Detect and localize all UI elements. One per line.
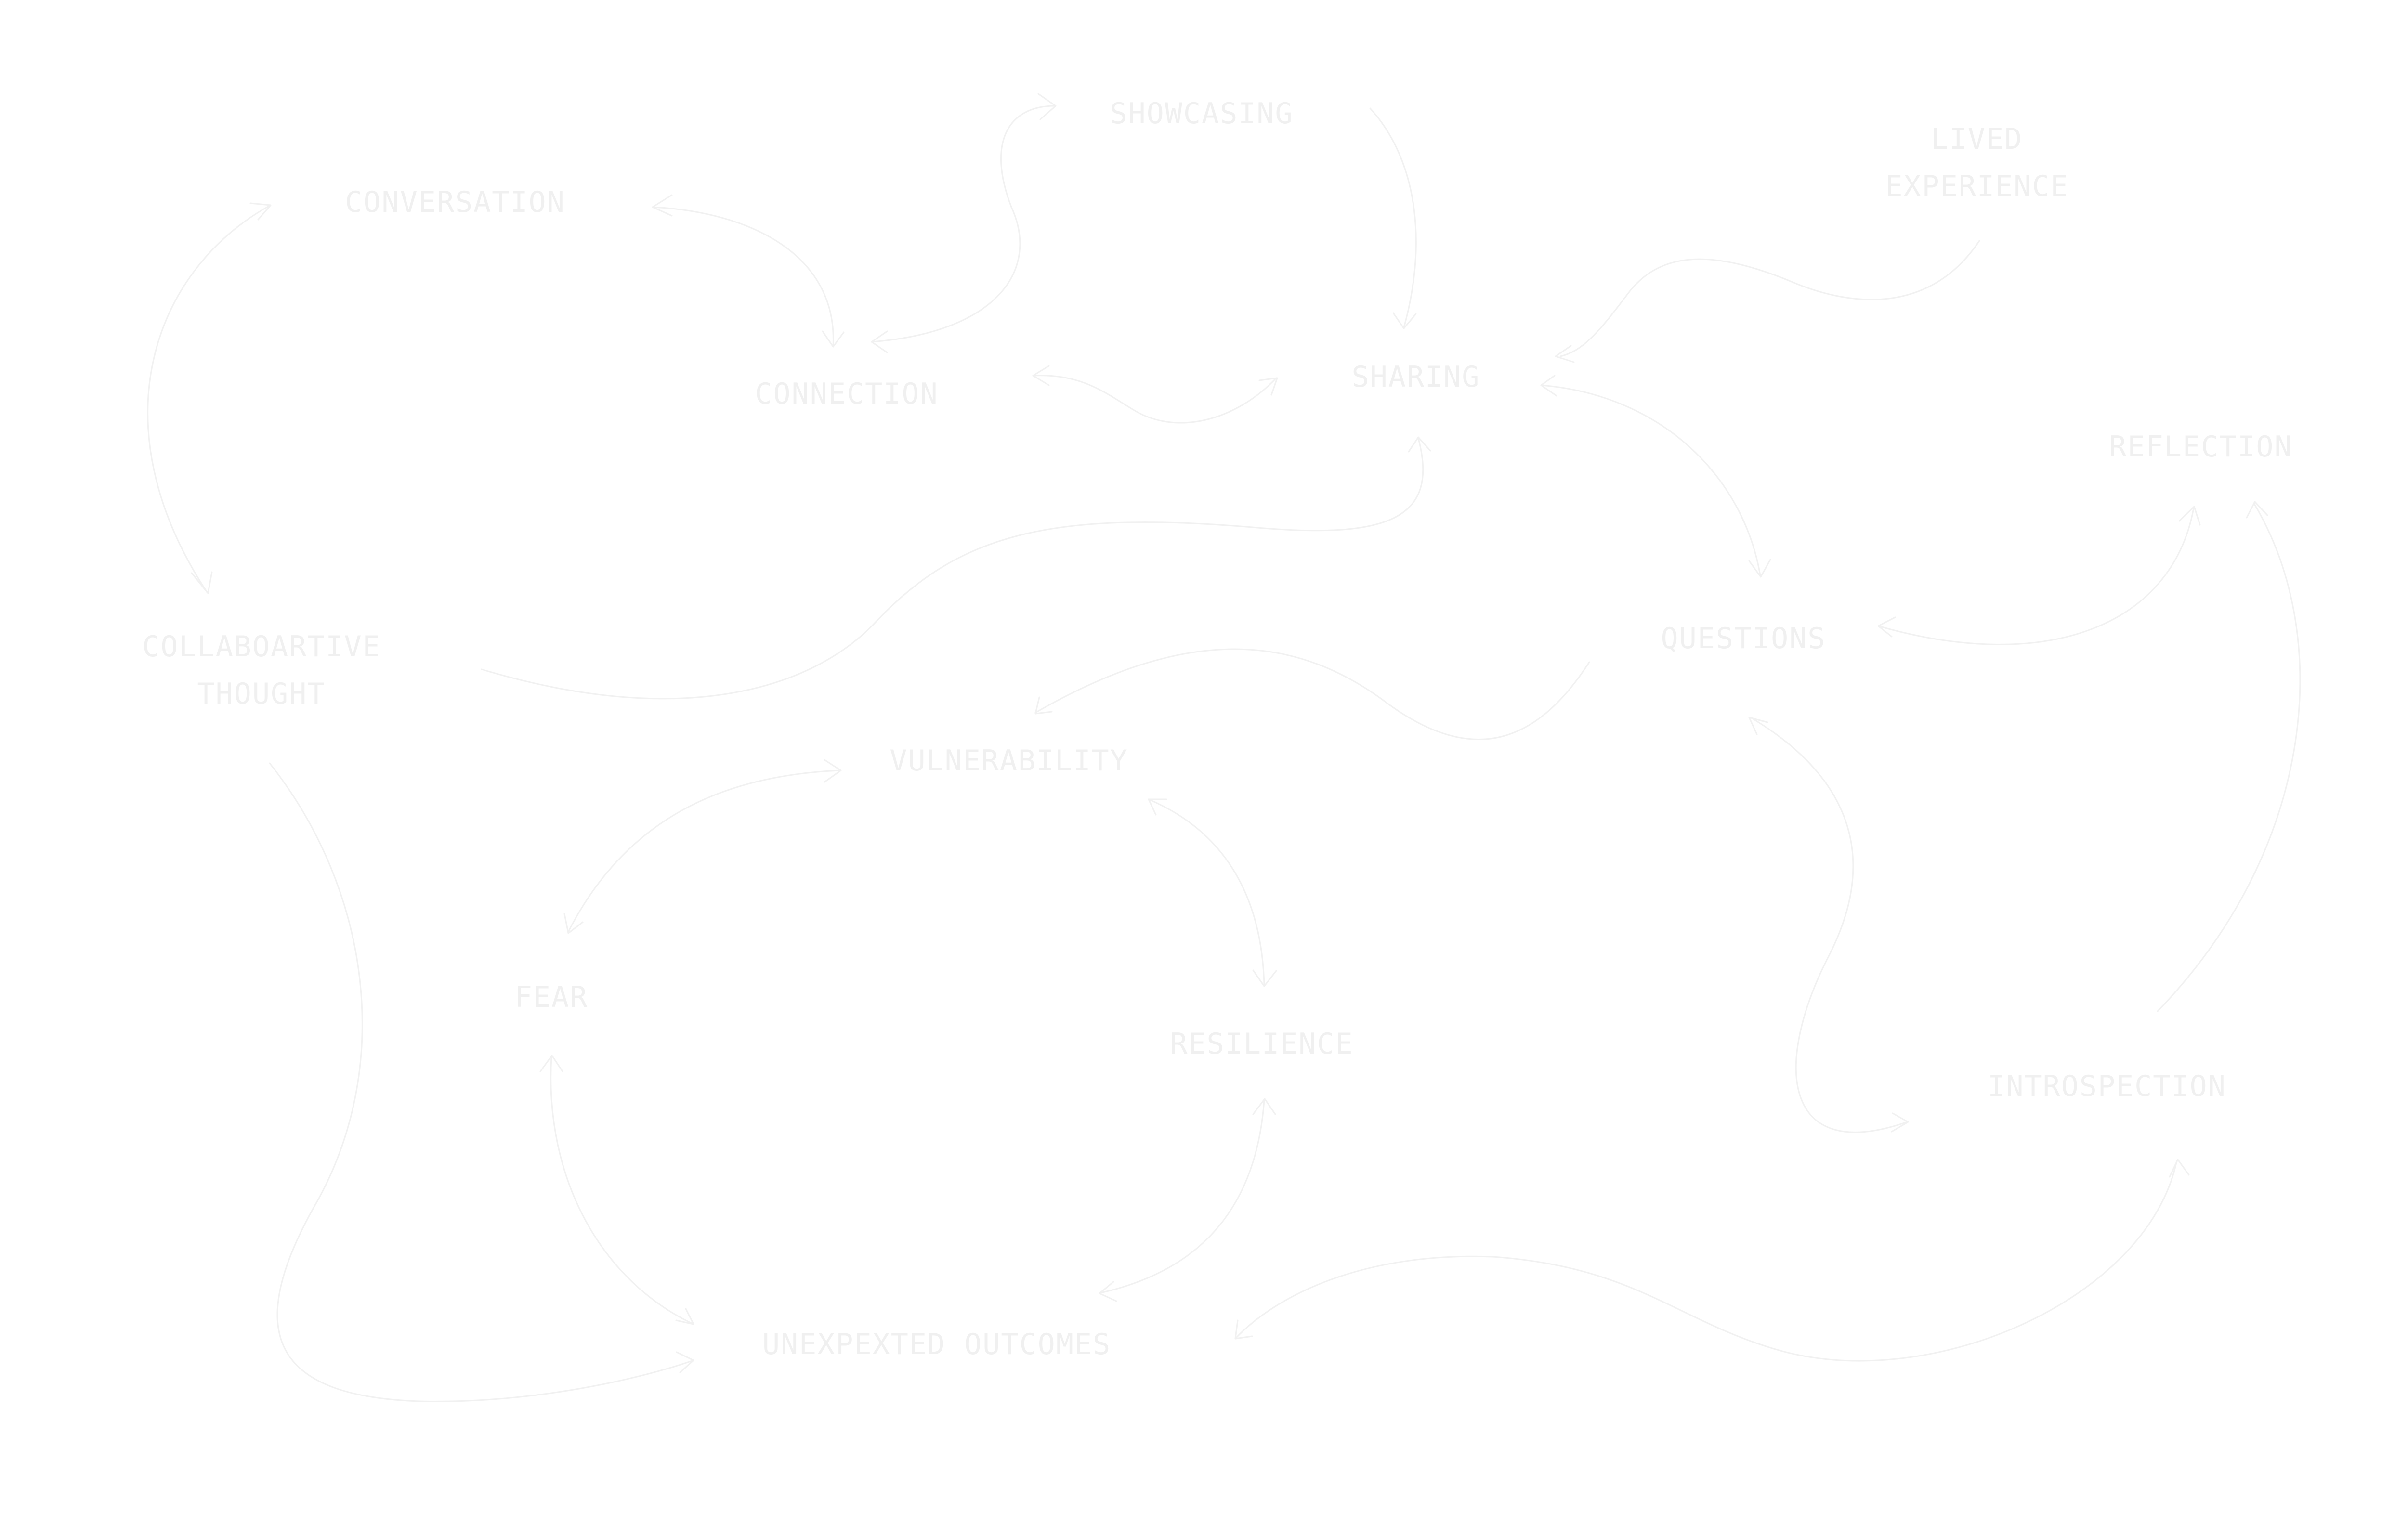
arrowhead xyxy=(1408,436,1431,453)
node-connection: CONNECTION xyxy=(755,370,938,417)
node-label: QUESTIONS xyxy=(1661,622,1826,655)
node-unexpected-outcomes: UNEXPEXTED OUTCOMES xyxy=(762,1321,1111,1368)
arrowhead xyxy=(563,913,584,934)
node-label: VULNERABILITY xyxy=(890,744,1128,778)
node-label: SHARING xyxy=(1351,360,1480,394)
arrowhead xyxy=(2178,506,2201,526)
arrowhead xyxy=(1748,717,1768,735)
node-vulnerability: VULNERABILITY xyxy=(890,737,1128,784)
edge-fear-unexpected xyxy=(550,1056,694,1325)
node-lived-experience: LIVED EXPERIENCE xyxy=(1885,116,2068,210)
arrowhead xyxy=(871,330,888,353)
node-label-line-1: COLLABOARTIVE xyxy=(142,630,381,664)
arrowhead xyxy=(1891,1112,1909,1133)
arrowhead xyxy=(1234,1319,1253,1340)
node-label: CONVERSATION xyxy=(345,185,565,219)
node-collaborative-thought: COLLABOARTIVE THOUGHT xyxy=(142,623,381,717)
node-label: UNEXPEXTED OUTCOMES xyxy=(762,1328,1112,1361)
edge-collaborative-unexpected xyxy=(269,762,694,1402)
node-fear: FEAR xyxy=(515,974,589,1021)
arrowhead xyxy=(675,1308,694,1325)
arrowhead xyxy=(2169,1159,2190,1178)
node-label-line-2: THOUGHT xyxy=(197,677,326,711)
node-introspection: INTROSPECTION xyxy=(1988,1063,2226,1110)
node-label: RESILIENCE xyxy=(1170,1027,1354,1061)
arrowhead xyxy=(1034,696,1053,715)
edge-vulnerability-fear xyxy=(567,769,841,933)
edge-lived-sharing xyxy=(1559,240,1980,357)
arrowhead xyxy=(1037,93,1057,120)
arrowhead xyxy=(824,759,842,783)
arrowhead xyxy=(1555,345,1575,363)
arrowhead xyxy=(1148,798,1167,816)
arrowhead xyxy=(1877,616,1896,638)
edge-vulnerability-resilience xyxy=(1148,798,1265,986)
arrowhead xyxy=(1252,1098,1276,1115)
edge-resilience-unexpected xyxy=(1099,1099,1265,1294)
node-showcasing: SHOWCASING xyxy=(1110,90,1293,137)
edge-sharing-questions xyxy=(1540,384,1761,576)
edge-showcasing-sharing xyxy=(1369,107,1417,328)
arrowhead xyxy=(1258,377,1278,396)
arrowhead xyxy=(1540,375,1557,397)
arrowhead xyxy=(539,1055,563,1072)
arrowhead xyxy=(676,1351,694,1373)
arrowhead xyxy=(2246,501,2268,519)
edge-questions-vulnerability xyxy=(1034,648,1590,740)
node-label: CONNECTION xyxy=(755,377,939,411)
arrowhead xyxy=(1032,365,1050,386)
node-conversation: CONVERSATION xyxy=(345,179,565,226)
edge-questions-introspection xyxy=(1750,717,1908,1133)
node-label-line-1: LIVED xyxy=(1931,122,2023,156)
edge-introspection-unexpected xyxy=(1234,1160,2178,1362)
node-resilience: RESILIENCE xyxy=(1170,1020,1353,1068)
edge-connection-sharing xyxy=(1032,375,1277,424)
node-reflection: REFLECTION xyxy=(2109,423,2292,470)
edge-showcasing-connection xyxy=(871,105,1056,343)
arrowhead xyxy=(652,194,673,217)
edge-conversation-collaborative xyxy=(147,205,271,593)
edge-conversation-connection xyxy=(652,206,834,348)
arrowhead xyxy=(1392,312,1417,329)
arrowhead xyxy=(1252,969,1277,987)
arrowhead xyxy=(1099,1281,1117,1302)
node-label-line-2: EXPERIENCE xyxy=(1885,169,2069,203)
arrowhead xyxy=(191,571,213,594)
node-label: SHOWCASING xyxy=(1110,97,1294,130)
node-sharing: SHARING xyxy=(1352,353,1480,401)
arrowhead xyxy=(249,202,272,221)
arrowhead xyxy=(1748,559,1771,578)
node-questions: QUESTIONS xyxy=(1661,615,1826,662)
edge-collaborative-sharing xyxy=(481,437,1424,700)
node-label: REFLECTION xyxy=(2109,430,2293,464)
edge-reflection-introspection xyxy=(2157,502,2301,1012)
node-label: FEAR xyxy=(514,980,589,1014)
edge-reflection-questions xyxy=(1877,507,2195,645)
arrowhead xyxy=(822,330,845,348)
node-label: INTROSPECTION xyxy=(1988,1069,2226,1103)
